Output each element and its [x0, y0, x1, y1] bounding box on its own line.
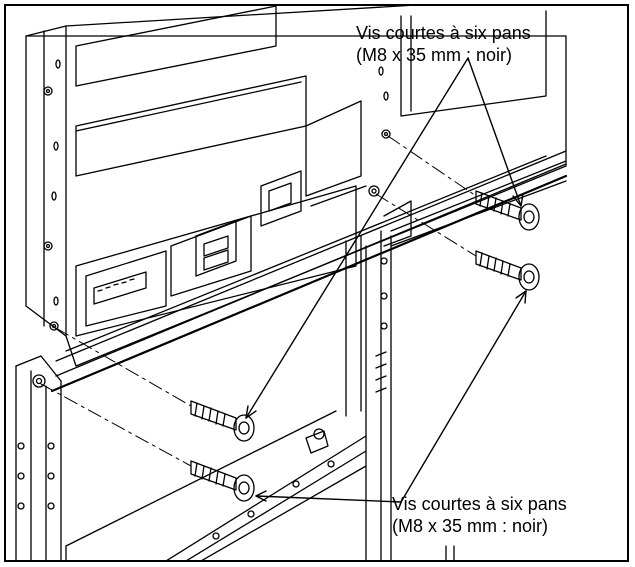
hex-socket-screws — [190, 190, 540, 502]
callout-bottom-screws: Vis courtes à six pans (M8 x 35 mm : noi… — [392, 493, 567, 537]
diagram-frame: Vis courtes à six pans (M8 x 35 mm : noi… — [4, 4, 629, 562]
callout-bottom-line2: (M8 x 35 mm : noir) — [392, 516, 549, 536]
leader-arrow-icon — [255, 490, 402, 503]
hex-socket-screw-icon — [475, 190, 540, 231]
hex-socket-screw-icon — [475, 250, 540, 291]
leader-arrow-icon — [467, 57, 524, 207]
callout-bottom-line1: Vis courtes à six pans — [392, 494, 567, 514]
alignment-lines — [40, 135, 477, 467]
callout-top-screws: Vis courtes à six pans (M8 x 35 mm : noi… — [356, 22, 531, 66]
assembly-illustration — [15, 6, 568, 560]
leader-arrow-icon — [245, 57, 469, 419]
leader-arrow-icon — [400, 290, 527, 503]
rack-frame — [15, 160, 567, 560]
leader-arrows — [245, 57, 527, 503]
hex-socket-screw-icon — [190, 460, 255, 502]
callout-top-line1: Vis courtes à six pans — [356, 23, 531, 43]
hex-socket-screw-icon — [190, 400, 255, 442]
connector-panel — [85, 170, 302, 327]
callout-top-line2: (M8 x 35 mm : noir) — [356, 45, 513, 65]
